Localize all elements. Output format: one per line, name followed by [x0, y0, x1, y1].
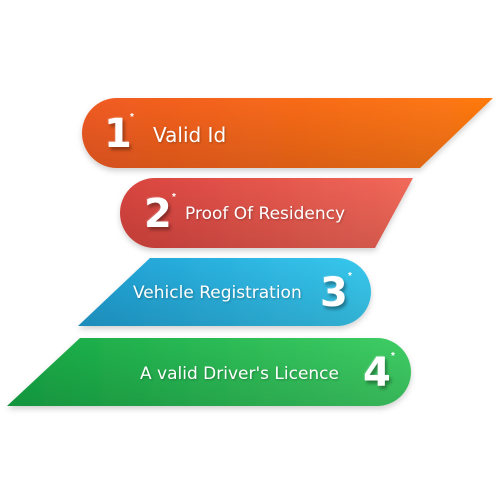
step-4-label: A valid Driver's Licence	[140, 364, 339, 384]
step-2-marker: *	[172, 192, 176, 203]
step-3-marker: *	[348, 271, 352, 282]
step-2-label: Proof Of Residency	[185, 204, 346, 224]
step-2-number: 2	[144, 191, 172, 237]
step-1-number: 1	[104, 111, 132, 157]
step-1-marker: *	[130, 112, 134, 123]
step-1-label: Valid Id	[153, 123, 227, 147]
step-3-label: Vehicle Registration	[133, 283, 302, 303]
step-4-marker: *	[391, 351, 395, 362]
step-3-number: 3	[320, 270, 348, 316]
step-4-number: 4	[363, 350, 391, 396]
